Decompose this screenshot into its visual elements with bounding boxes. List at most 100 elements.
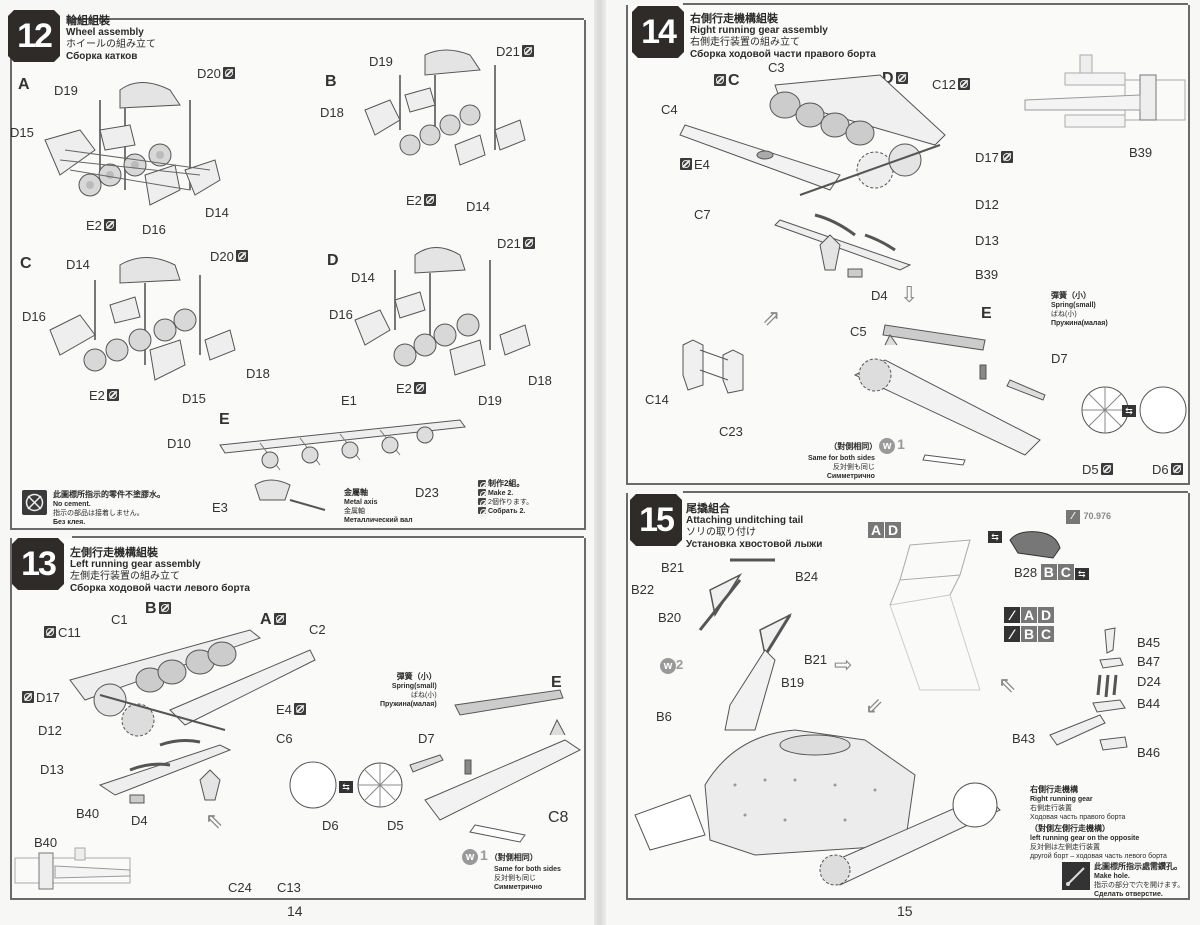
no-cement-icon bbox=[106, 389, 119, 401]
part-label: E bbox=[981, 305, 992, 322]
step13-heading: 左側行走機構組裝 Left running gear assembly 左側走行… bbox=[70, 547, 250, 594]
unditching-tail-parts-drawing bbox=[698, 558, 793, 731]
part-label: D14 bbox=[351, 270, 375, 285]
no-cement-icon bbox=[521, 45, 534, 57]
part-label: E2 bbox=[86, 218, 116, 233]
no-cement-icon bbox=[1170, 463, 1183, 475]
part-label: D12 bbox=[975, 197, 999, 212]
page-number-right: 15 bbox=[897, 903, 913, 919]
no-cement-icon bbox=[22, 691, 34, 703]
no-cement-icon bbox=[714, 74, 726, 86]
part-label: E2 bbox=[396, 381, 426, 396]
part-label: D13 bbox=[975, 233, 999, 248]
part-label: B22 bbox=[631, 582, 655, 597]
part-label: B47 bbox=[1137, 654, 1161, 669]
part-label: C6 bbox=[276, 731, 293, 746]
assembly-arrow: ⇗ bbox=[762, 305, 781, 330]
same-sides-note: w 1 （對側相同） Same for both sides 反対側も同じ Си… bbox=[462, 848, 561, 892]
make-hole-note: 此圖標所指示處需鑽孔。 Make hole. 指示の部分で穴を開けます。 Сде… bbox=[1094, 862, 1185, 898]
make-hole-icon bbox=[1062, 862, 1090, 890]
part-label: A bbox=[260, 611, 286, 629]
make-icon bbox=[478, 498, 488, 508]
b43-b47-stack-drawing bbox=[1049, 627, 1128, 751]
step14-heading: 右側行走機構組裝 Right running gear assembly 右側走… bbox=[690, 13, 876, 60]
page-number-left: 14 bbox=[287, 903, 303, 919]
assembly-arrow: ⇨ bbox=[834, 652, 853, 677]
swap-icon: ⇆ bbox=[1074, 568, 1089, 580]
c14-c23-drawing bbox=[682, 339, 744, 394]
part-label: B46 bbox=[1137, 745, 1161, 760]
part-label: C23 bbox=[719, 424, 743, 439]
tank-hull-drawing bbox=[634, 729, 1001, 886]
no-cement-icon bbox=[413, 382, 426, 394]
part-label: D14 bbox=[466, 199, 490, 214]
w-marker: w bbox=[462, 849, 478, 865]
part-label: B40 bbox=[34, 835, 58, 850]
left-running-gear-drawing bbox=[69, 629, 316, 804]
part-label: B6 bbox=[656, 709, 672, 724]
part-label: D12 bbox=[38, 723, 62, 738]
part-label: C13 bbox=[277, 880, 301, 895]
w-marker: w bbox=[879, 438, 896, 454]
part-label: D24 bbox=[1137, 674, 1161, 689]
part-label: C8 bbox=[548, 809, 569, 826]
b28-part-drawing bbox=[1009, 531, 1061, 559]
tail-assembled-drawing bbox=[889, 539, 981, 691]
part-label: D16 bbox=[142, 222, 166, 237]
sub-c-letter: C bbox=[20, 255, 32, 272]
part-label: E4 bbox=[680, 157, 710, 172]
metal-axis-note: 金屬軸 Metal axis 金属軸 Металлический вал bbox=[344, 488, 413, 524]
variant-badge: C bbox=[1038, 626, 1054, 642]
wheel-assembly-c-drawing bbox=[49, 257, 236, 381]
part-label: D23 bbox=[415, 485, 439, 500]
part-label: D14 bbox=[205, 205, 229, 220]
part-label: B20 bbox=[658, 610, 682, 625]
step12-badge: 12 bbox=[8, 10, 60, 62]
part-label: C1 bbox=[111, 612, 128, 627]
part-label: D5 bbox=[1082, 462, 1113, 477]
part-label: D17 bbox=[22, 690, 60, 705]
part-label: D7 bbox=[1051, 351, 1068, 366]
part-label: D15 bbox=[10, 125, 34, 140]
wheel-assembly-b-drawing bbox=[364, 49, 526, 166]
part-label: D16 bbox=[329, 307, 353, 322]
page-gutter bbox=[594, 0, 606, 925]
part-label: D15 bbox=[182, 391, 206, 406]
part-label: B24 bbox=[795, 569, 819, 584]
part-label: D21 bbox=[496, 44, 534, 59]
no-cement-icon bbox=[1100, 463, 1113, 475]
swap-icon: ⇆ bbox=[339, 781, 353, 793]
part-label: E2 bbox=[89, 388, 119, 403]
part-label: C4 bbox=[661, 102, 678, 117]
sub-a-letter: A bbox=[18, 76, 30, 93]
part-label: D6 bbox=[1152, 462, 1183, 477]
wheel-assembly-a-drawing bbox=[44, 82, 221, 206]
part-label: D18 bbox=[528, 373, 552, 388]
spring-note: 彈簧（小） Spring(small) ばね(小) Пружина(малая) bbox=[380, 672, 437, 708]
step13-badge: 13 bbox=[12, 538, 64, 590]
no-cement-icon bbox=[522, 237, 535, 249]
assembly-arrow: ⇙ bbox=[865, 693, 884, 718]
paint-brush-icon: ⁄ bbox=[1066, 510, 1080, 524]
make-icon bbox=[478, 507, 488, 517]
variant-badge: D bbox=[885, 522, 901, 538]
part-label: E3 bbox=[212, 500, 228, 515]
part-label: E1 bbox=[341, 393, 357, 408]
no-cement-icon bbox=[44, 626, 56, 638]
reference-view-left bbox=[14, 847, 131, 890]
w-marker: w bbox=[660, 658, 676, 674]
no-cement-icon bbox=[158, 602, 171, 614]
part-label: C5 bbox=[850, 324, 867, 339]
make-two-note: 制作2組。 Make 2. 2個作ります。 Собрать 2. bbox=[476, 479, 533, 517]
no-cement-icon bbox=[273, 613, 286, 625]
step15-badge: 15 bbox=[630, 494, 682, 546]
variant-badge: C bbox=[1057, 564, 1074, 580]
variant-badge: D bbox=[1038, 607, 1054, 623]
step15-heading: 尾撬組合 Attaching unditching tail ソリの取り付け У… bbox=[686, 503, 823, 550]
no-cement-legend-icon bbox=[22, 490, 47, 515]
step12-heading: 輪組組裝 Wheel assembly ホイールの組み立て Сборка кат… bbox=[66, 15, 156, 62]
part-label: C24 bbox=[228, 880, 252, 895]
part-label: B19 bbox=[781, 675, 805, 690]
part-label: B21 bbox=[804, 652, 828, 667]
